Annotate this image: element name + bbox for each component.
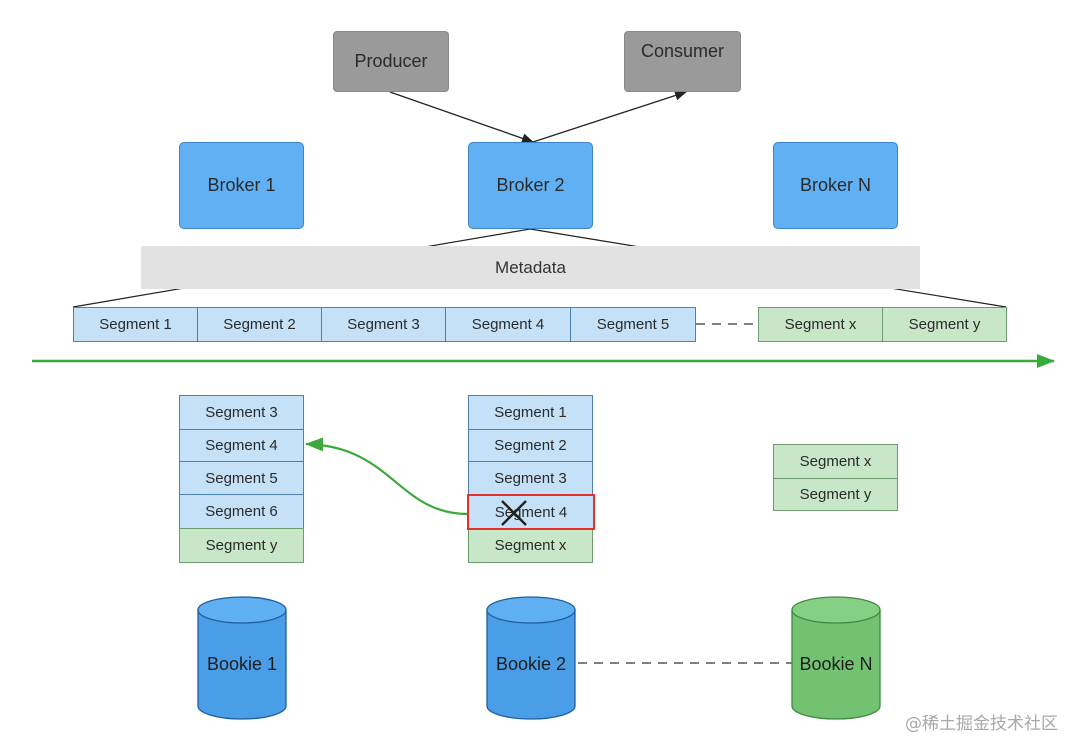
- bookie-1-label: Bookie 1: [206, 654, 278, 674]
- bookie-n-cylinder: [791, 596, 881, 720]
- recovery-curve-arrow: [305, 437, 469, 516]
- ledger-segment: Segment 3: [321, 307, 446, 342]
- bookie-n-segment: Segment x: [773, 444, 898, 479]
- consumer-box: Consumer: [624, 31, 741, 92]
- bookie-2-label: Bookie 2: [495, 654, 567, 674]
- bookie-1-segment: Segment 4: [179, 429, 304, 462]
- bookie-2-segment: Segment 1: [468, 395, 593, 430]
- watermark-text: @稀土掘金技术社区: [905, 714, 1058, 734]
- broker-1-box: Broker 1: [179, 142, 304, 229]
- bookie-n-label: Bookie N: [799, 654, 873, 674]
- bookie-segment-label: Segment 4: [494, 503, 568, 521]
- failure-cross-icon: [501, 500, 527, 526]
- metadata-label: Metadata: [495, 257, 566, 277]
- bookie-segment-label: Segment 3: [205, 404, 278, 421]
- bookie-segment-label: Segment x: [494, 537, 567, 554]
- producer-label: Producer: [354, 51, 428, 71]
- ledger-segment-label: Segment x: [784, 316, 857, 333]
- bookie-segment-label: Segment 3: [494, 470, 567, 487]
- bookie-segment-label: Segment x: [799, 453, 872, 470]
- ledger-segment-label: Segment 5: [596, 316, 670, 333]
- bookie-2-segment: Segment 3: [468, 461, 593, 496]
- bookie-1-segment: Segment 5: [179, 461, 304, 495]
- bookie-1-segment: Segment y: [179, 528, 304, 563]
- ledger-segment-label: Segment y: [908, 316, 981, 333]
- bookie-segment-label: Segment 5: [205, 469, 278, 487]
- bookie-2-segment: Segment x: [468, 528, 593, 563]
- broker-n-label: Broker N: [799, 175, 871, 195]
- broker-2-box: Broker 2: [468, 142, 593, 229]
- bookie-2-failed-segment: Segment 4: [467, 494, 595, 530]
- bookie-1-segment: Segment 3: [179, 395, 304, 430]
- broker-n-box: Broker N: [773, 142, 898, 229]
- bookie-segment-label: Segment y: [799, 486, 872, 503]
- bookie-1-cylinder: [197, 596, 287, 720]
- bookie-n-segment: Segment y: [773, 478, 898, 511]
- bookie-segment-label: Segment 4: [205, 437, 278, 454]
- bookie-1-segment: Segment 6: [179, 494, 304, 529]
- metadata-band: Metadata: [141, 246, 920, 289]
- producer-to-broker-arrow: [389, 91, 534, 144]
- bookie-segment-label: Segment 2: [494, 437, 567, 454]
- ledger-segment-label: Segment 3: [347, 316, 420, 333]
- bookie-2-segment: Segment 2: [468, 429, 593, 462]
- broker-2-label: Broker 2: [496, 175, 565, 195]
- bookie-segment-label: Segment 1: [494, 404, 567, 421]
- bookie-segment-label: Segment 6: [205, 503, 278, 520]
- broker-to-consumer-arrow: [532, 90, 687, 143]
- ledger-segment: Segment 4: [445, 307, 571, 342]
- ledger-segment: Segment 2: [197, 307, 322, 342]
- ledger-segment-label: Segment 1: [99, 316, 172, 333]
- bookie-2-cylinder: [486, 596, 576, 720]
- consumer-label: Consumer: [640, 41, 725, 61]
- ledger-segment-label: Segment 4: [471, 316, 545, 333]
- producer-box: Producer: [333, 31, 449, 92]
- ledger-segment: Segment 5: [570, 307, 696, 342]
- ledger-segment-label: Segment 2: [223, 316, 296, 333]
- bookie-segment-label: Segment y: [205, 537, 278, 554]
- broker-1-label: Broker 1: [207, 175, 276, 195]
- ledger-segment: Segment 1: [73, 307, 198, 342]
- ledger-tail-segment: Segment y: [882, 307, 1007, 342]
- ledger-tail-segment: Segment x: [758, 307, 883, 342]
